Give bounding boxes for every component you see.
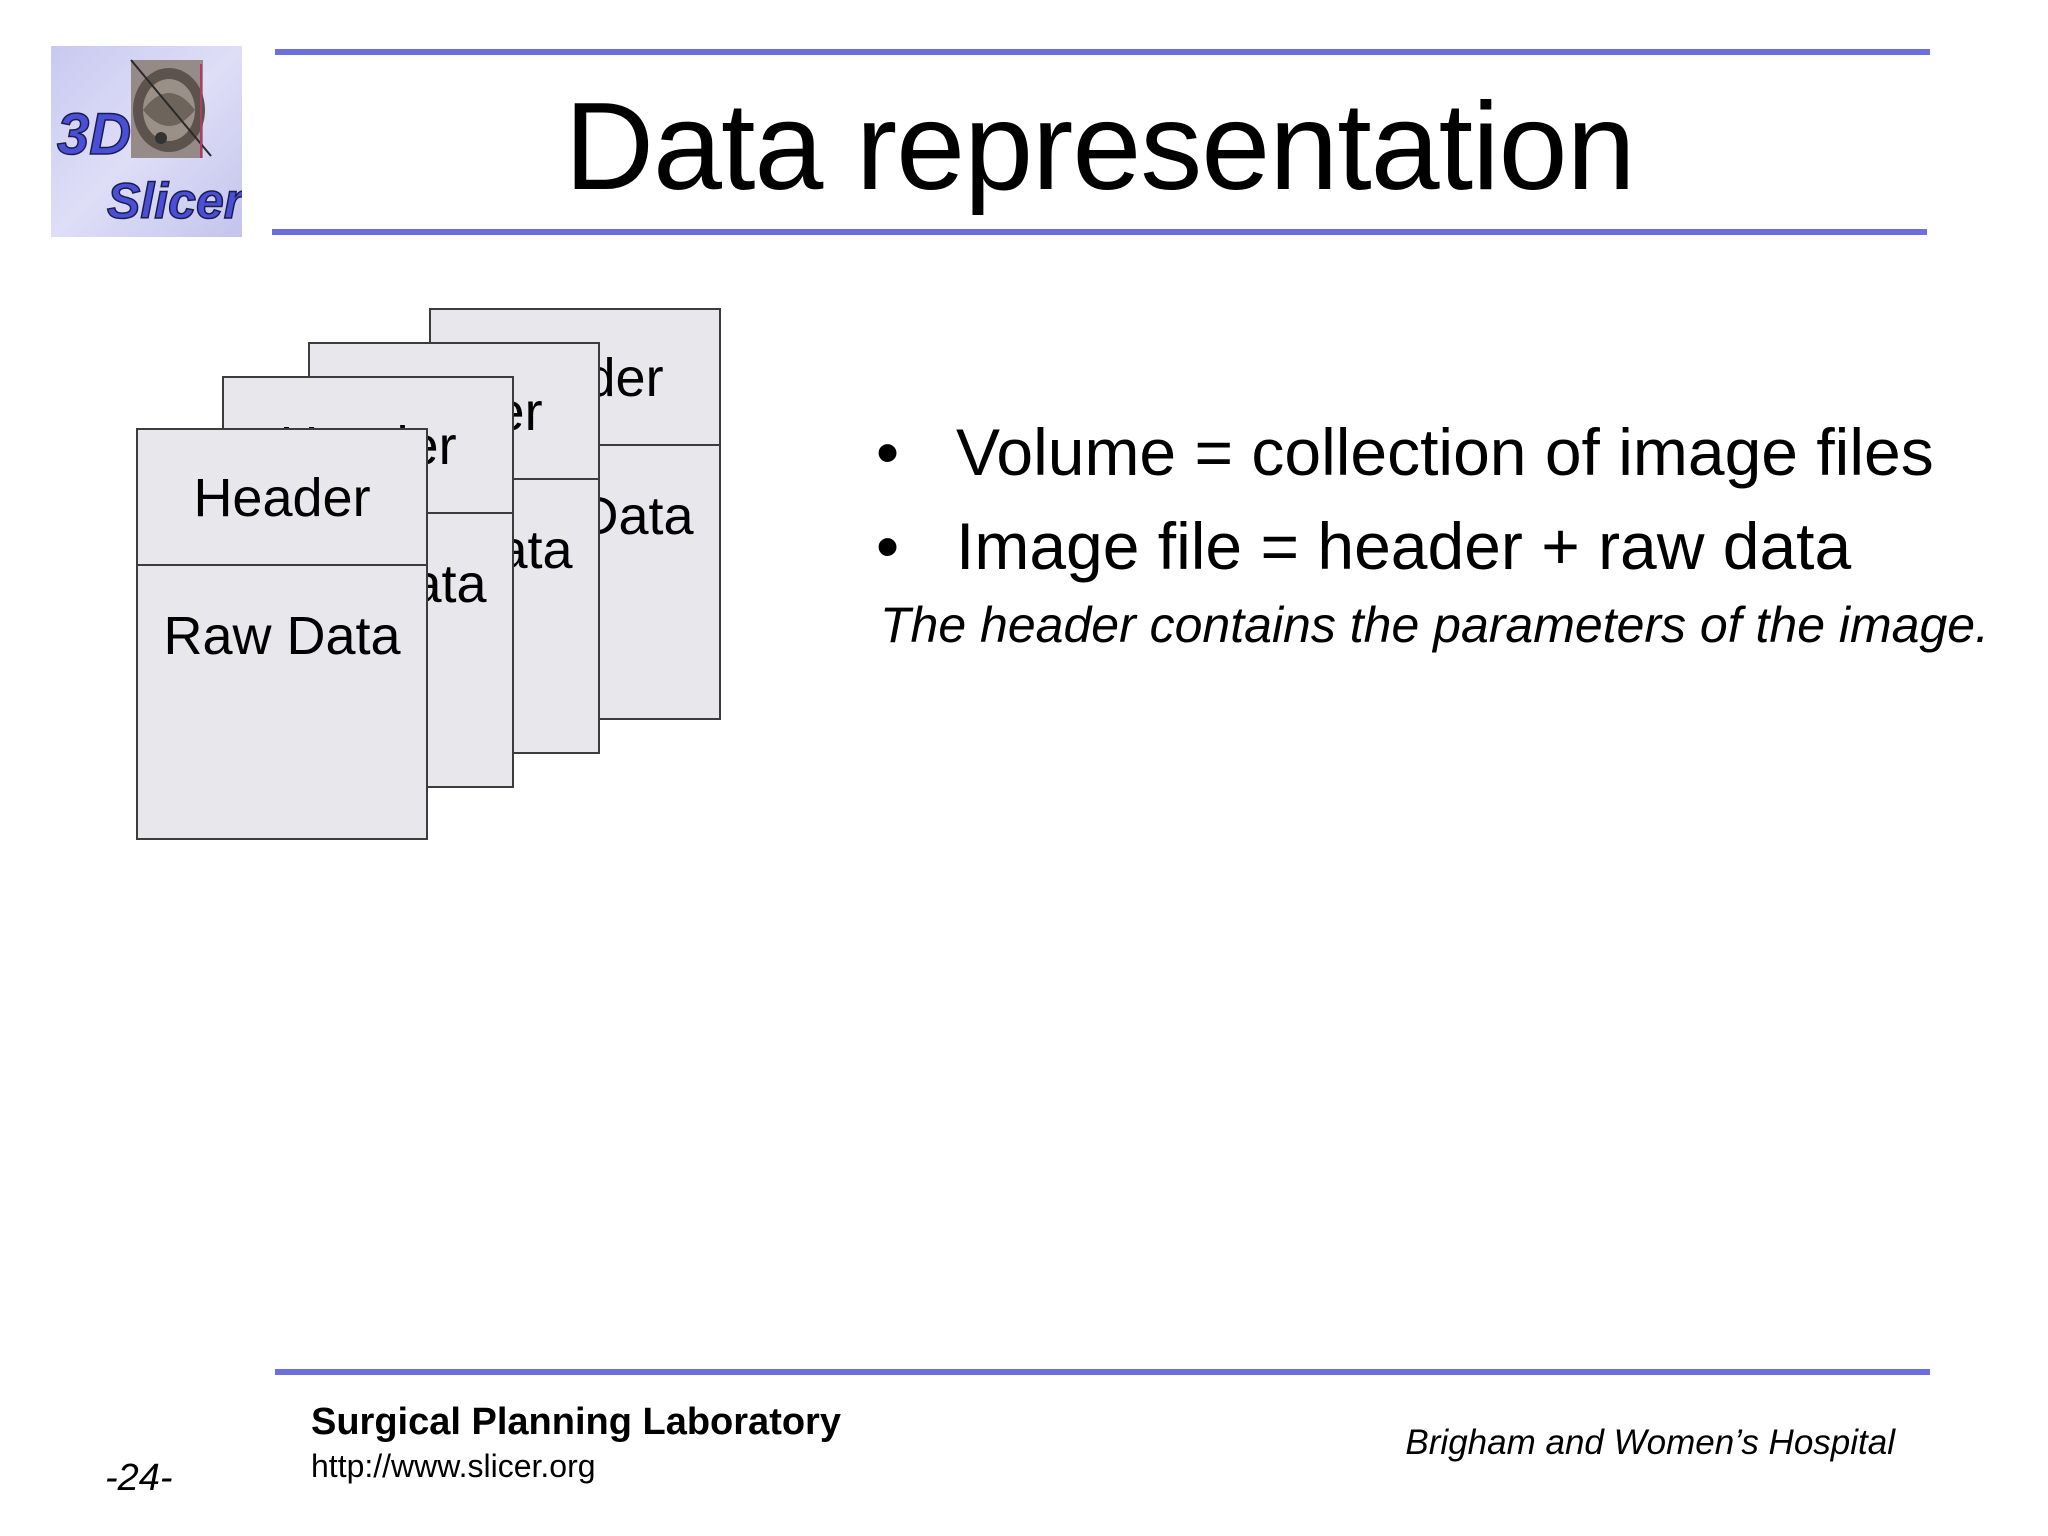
lab-name: Surgical Planning Laboratory bbox=[311, 1401, 841, 1443]
page-number: -24- bbox=[105, 1457, 173, 1499]
card-header: Header bbox=[138, 430, 426, 566]
title-top-rule bbox=[275, 49, 1930, 55]
logo-slicer-text: Slicer bbox=[107, 173, 242, 229]
header-note: The header contains the parameters of th… bbox=[880, 597, 1989, 653]
card-raw-data: Raw Data bbox=[163, 606, 401, 666]
title-bottom-rule bbox=[272, 229, 1927, 235]
bullet-text: Volume = collection of image files bbox=[956, 415, 1934, 489]
bullet-dot: • bbox=[876, 509, 900, 583]
lab-url: http://www.slicer.org bbox=[311, 1448, 596, 1484]
bullet-dot: • bbox=[876, 415, 900, 489]
footer-rule bbox=[275, 1369, 1930, 1375]
hospital-name: Brigham and Women’s Hospital bbox=[1405, 1423, 1895, 1462]
slide-title: Data representation bbox=[564, 78, 1635, 216]
logo-3d-text: 3D bbox=[57, 102, 131, 167]
image-file-card: Header Raw Data bbox=[136, 428, 428, 840]
bullet-text: Image file = header + raw data bbox=[956, 509, 1852, 583]
slicer-logo: 3D Slicer bbox=[51, 46, 242, 237]
